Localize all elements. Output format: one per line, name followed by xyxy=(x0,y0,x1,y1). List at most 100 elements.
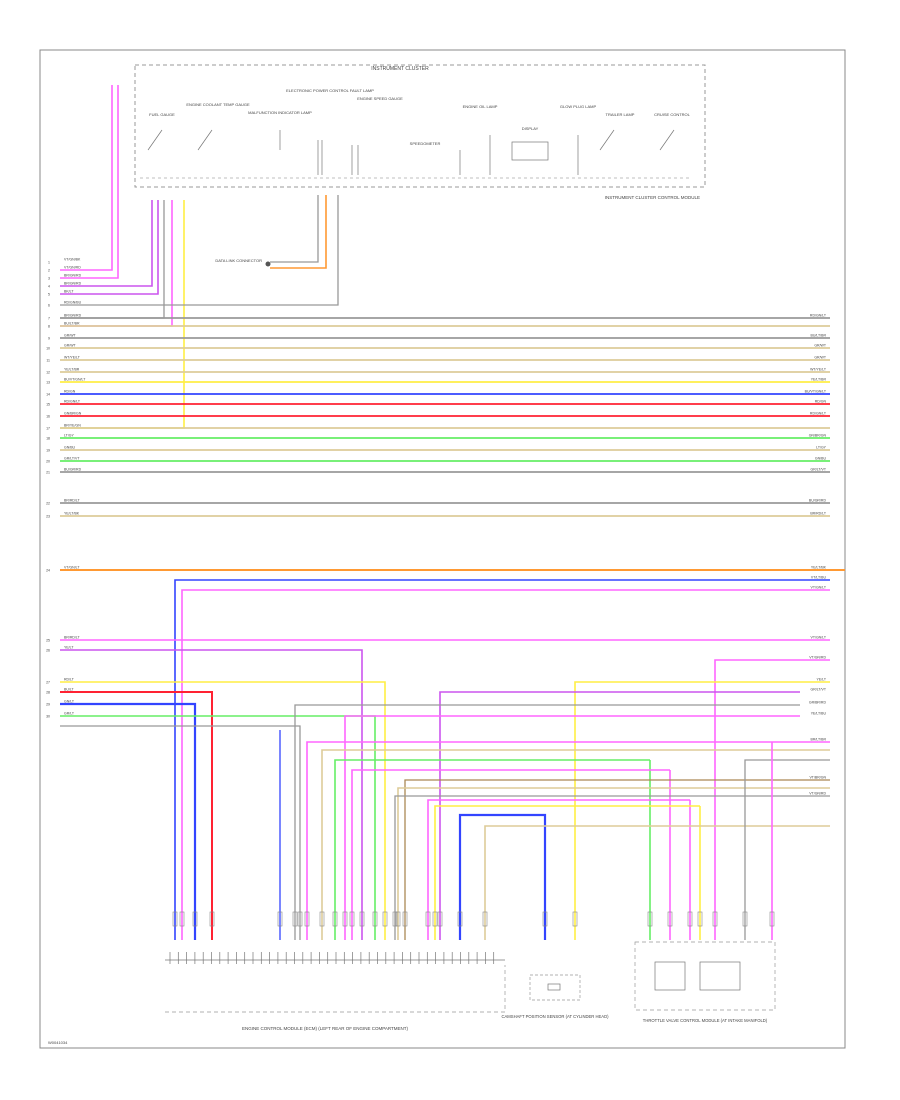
right-wire-code: GR/WT xyxy=(814,356,827,360)
left-wire-code: RD/GN xyxy=(64,390,76,394)
right-wire-code: BU/LT/BR xyxy=(811,334,827,338)
right-wire-code: RD/GN xyxy=(815,400,827,404)
left-wire-code: VT/GN/BK xyxy=(64,258,81,262)
left-wire-number: 26 xyxy=(46,649,50,653)
coolant-temp-gauge-label: ENGINE COOLANT TEMP GAUGE xyxy=(186,102,250,107)
left-wire-number: 20 xyxy=(46,460,50,464)
ecm-label: ENGINE CONTROL MODULE (ECM) (LEFT REAR O… xyxy=(242,1026,409,1031)
left-wire-code: RD/GN/BU xyxy=(64,301,82,305)
left-wire-code: BR/RD/LT xyxy=(64,499,81,503)
left-wire-number: 10 xyxy=(46,347,50,351)
pin-stub xyxy=(457,911,463,927)
left-wire-number: 21 xyxy=(46,471,50,475)
pin-stub xyxy=(342,911,348,927)
pin-stub xyxy=(395,911,401,927)
display-symbol xyxy=(511,141,549,161)
left-wire-code: RD/GN/LT xyxy=(64,400,81,404)
right-wire-code: LT/GY xyxy=(816,446,827,450)
left-wire-code: BU/LT/BR xyxy=(64,322,80,326)
left-wire-code: BR/YE/GN xyxy=(64,424,81,428)
speedometer-label: SPEEDOMETER xyxy=(410,141,441,146)
pin-stub xyxy=(319,911,325,927)
pin-stub xyxy=(392,911,398,927)
fuel-gauge-symbol xyxy=(147,129,163,151)
right-wire-code: BU/VT/GN/LT xyxy=(805,390,827,394)
left-wire-code: GN/LT xyxy=(64,700,75,704)
pin-stub xyxy=(172,911,178,927)
data-link-connector-pin xyxy=(265,261,271,267)
left-wire-code: GN/BU xyxy=(64,446,76,450)
left-wire-code: BR/RD/LT xyxy=(64,636,81,640)
display-label: DISPLAY xyxy=(522,126,539,131)
coolant-temp-gauge-symbol xyxy=(197,129,213,151)
left-wire-number: 24 xyxy=(46,569,50,573)
pin-stub xyxy=(542,911,548,927)
camshaft-sensor-label: CAMSHAFT POSITION SENSOR (AT CYLINDER HE… xyxy=(501,1014,609,1019)
pin-stub xyxy=(425,911,431,927)
right-wire-code: GR/LT/VT xyxy=(811,468,827,472)
left-wire-code: LT/GY xyxy=(64,434,75,438)
left-wire-number: 3 xyxy=(48,277,50,281)
left-wire-number: 13 xyxy=(46,381,50,385)
right-wire-code: VT/GN/LT xyxy=(811,586,827,590)
pin-stub xyxy=(667,911,673,927)
camshaft-sensor: CAMSHAFT POSITION SENSOR (AT CYLINDER HE… xyxy=(501,974,609,1019)
right-wire-code: GR/BR/RD xyxy=(809,701,827,705)
left-wire-code: GR/LT/VT xyxy=(64,457,80,461)
pin-stub xyxy=(349,911,355,927)
left-wire-code: BR/GN/RD xyxy=(64,274,82,278)
left-wire-number: 9 xyxy=(48,337,50,341)
pin-stub xyxy=(277,911,283,927)
left-wire-number: 19 xyxy=(46,449,50,453)
right-wire-code: VT/GN/LT xyxy=(811,636,827,640)
left-wire-number: 11 xyxy=(46,359,50,363)
engine-oil-lamp-label: ENGINE OIL LAMP xyxy=(463,104,498,109)
engine-speed-gauge-label: ENGINE SPEED GAUGE xyxy=(357,96,403,101)
pin-stub xyxy=(572,911,578,927)
instrument-cluster-box xyxy=(134,64,706,188)
pin-stub xyxy=(297,911,303,927)
left-wire-number: 5 xyxy=(48,293,50,297)
pin-stub xyxy=(372,911,378,927)
left-wire-number: 16 xyxy=(46,415,50,419)
left-wire-number: 4 xyxy=(48,285,50,289)
left-wire-code: GN/BR/GN xyxy=(64,412,82,416)
cruise-control-label: CRUISE CONTROL xyxy=(654,112,691,117)
glow-plug-lamp-label: GLOW PLUG LAMP xyxy=(560,104,597,109)
right-wire-code: WT/YE/LT xyxy=(810,368,827,372)
left-wire-code: GR/WT xyxy=(64,334,77,338)
left-wire-number: 22 xyxy=(46,502,50,506)
cluster-pin-wires xyxy=(60,85,339,429)
instrument-cluster-title: INSTRUMENT CLUSTER xyxy=(371,66,429,72)
right-wire-code: VT/BR/GN xyxy=(809,776,826,780)
left-wire-number: 23 xyxy=(46,515,50,519)
pin-stub xyxy=(687,911,693,927)
left-wire-code: BR/GN/RD xyxy=(64,314,82,318)
pin-stub xyxy=(742,911,748,927)
pin-stub xyxy=(437,911,443,927)
pin-stub xyxy=(647,911,653,927)
right-wire-code: RD/GN/LT xyxy=(810,314,827,318)
fuel-gauge-label: FUEL GAUGE xyxy=(149,112,175,117)
left-wire-code: YE/LT/BR xyxy=(64,368,80,372)
diagram-id: W0041034 xyxy=(48,1040,68,1045)
left-wire-code: BK/LT xyxy=(64,290,74,294)
mil-lamp-label: MALFUNCTION INDICATOR LAMP xyxy=(248,110,312,115)
left-wire-code: RD/LT xyxy=(64,678,75,682)
trailer-lamp-label: TRAILER LAMP xyxy=(606,112,635,117)
pin-stub xyxy=(292,911,298,927)
pin-stub xyxy=(192,911,198,927)
pin-stub xyxy=(712,911,718,927)
right-wire-code: BR/RD/LT xyxy=(810,512,827,516)
left-wire-number: 27 xyxy=(46,681,50,685)
throttle-module: THROTTLE VALVE CONTROL MODULE (AT INTAKE… xyxy=(634,941,776,1023)
epc-lamp-label: ELECTRONIC POWER CONTROL FAULT LAMP xyxy=(286,88,374,93)
right-wire-code: YE/LT/BU xyxy=(811,712,827,716)
harness-lines xyxy=(60,317,830,517)
right-wire-code: VT/GN/RD xyxy=(809,792,826,796)
left-wire-code: BU/VT/GN/LT xyxy=(64,378,86,382)
right-wire-code: YE/LT xyxy=(817,678,827,682)
pin-stub xyxy=(304,911,310,927)
left-wire-number: 7 xyxy=(48,317,50,321)
